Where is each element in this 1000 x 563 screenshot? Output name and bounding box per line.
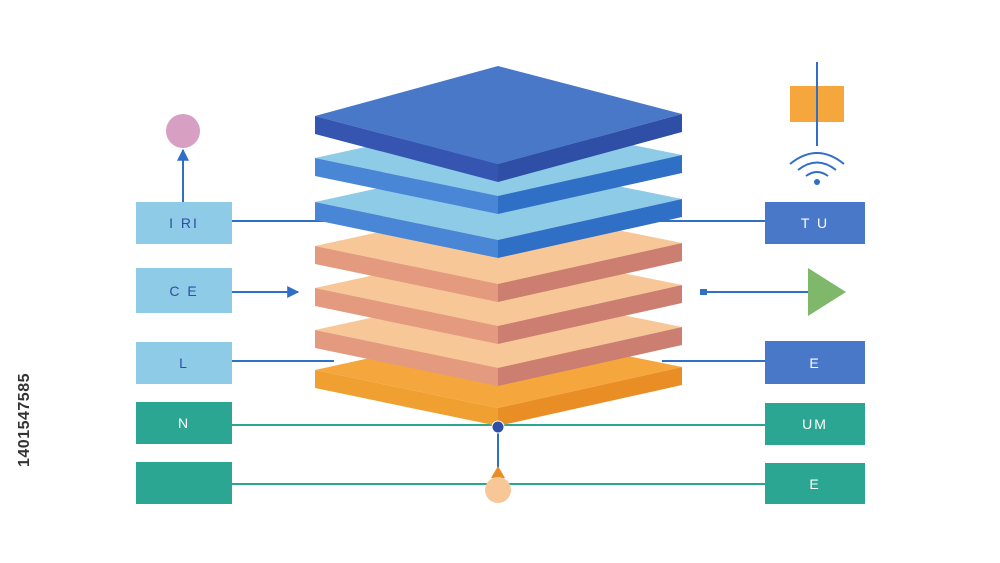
right-box-2: E xyxy=(765,341,865,384)
stock-id-text: 1401547585 xyxy=(16,373,34,467)
right-box-3: UM xyxy=(765,403,865,445)
left-box-1-label: I RI xyxy=(169,215,199,231)
right-box-1-label: T U xyxy=(800,215,830,231)
right-box-1: T U xyxy=(765,202,865,244)
right-box-3-label: UM xyxy=(802,416,828,432)
pink-circle-icon xyxy=(166,114,200,148)
layer-dark-blue xyxy=(315,66,682,182)
left-box-2: C E xyxy=(136,268,232,313)
left-box-3: L xyxy=(136,342,232,384)
left-box-3-label: L xyxy=(179,355,189,371)
left-box-4: N xyxy=(136,402,232,444)
right-box-2-label: E xyxy=(809,354,821,371)
green-triangle-icon xyxy=(808,268,846,316)
left-box-4-label: N xyxy=(177,415,191,431)
wifi-signal-icon xyxy=(789,62,845,185)
peach-circle-icon xyxy=(485,466,511,503)
stock-id-watermark: 1401547585 xyxy=(10,320,40,520)
layer-stack xyxy=(315,66,682,426)
right-box-4: E xyxy=(765,463,865,504)
junction-dot xyxy=(491,420,505,434)
left-box-2-label: C E xyxy=(169,282,199,299)
right-box-4-label: E xyxy=(809,475,821,492)
left-box-5 xyxy=(136,462,232,504)
left-box-1: I RI xyxy=(136,202,232,244)
arrow-tail-block xyxy=(700,289,707,295)
